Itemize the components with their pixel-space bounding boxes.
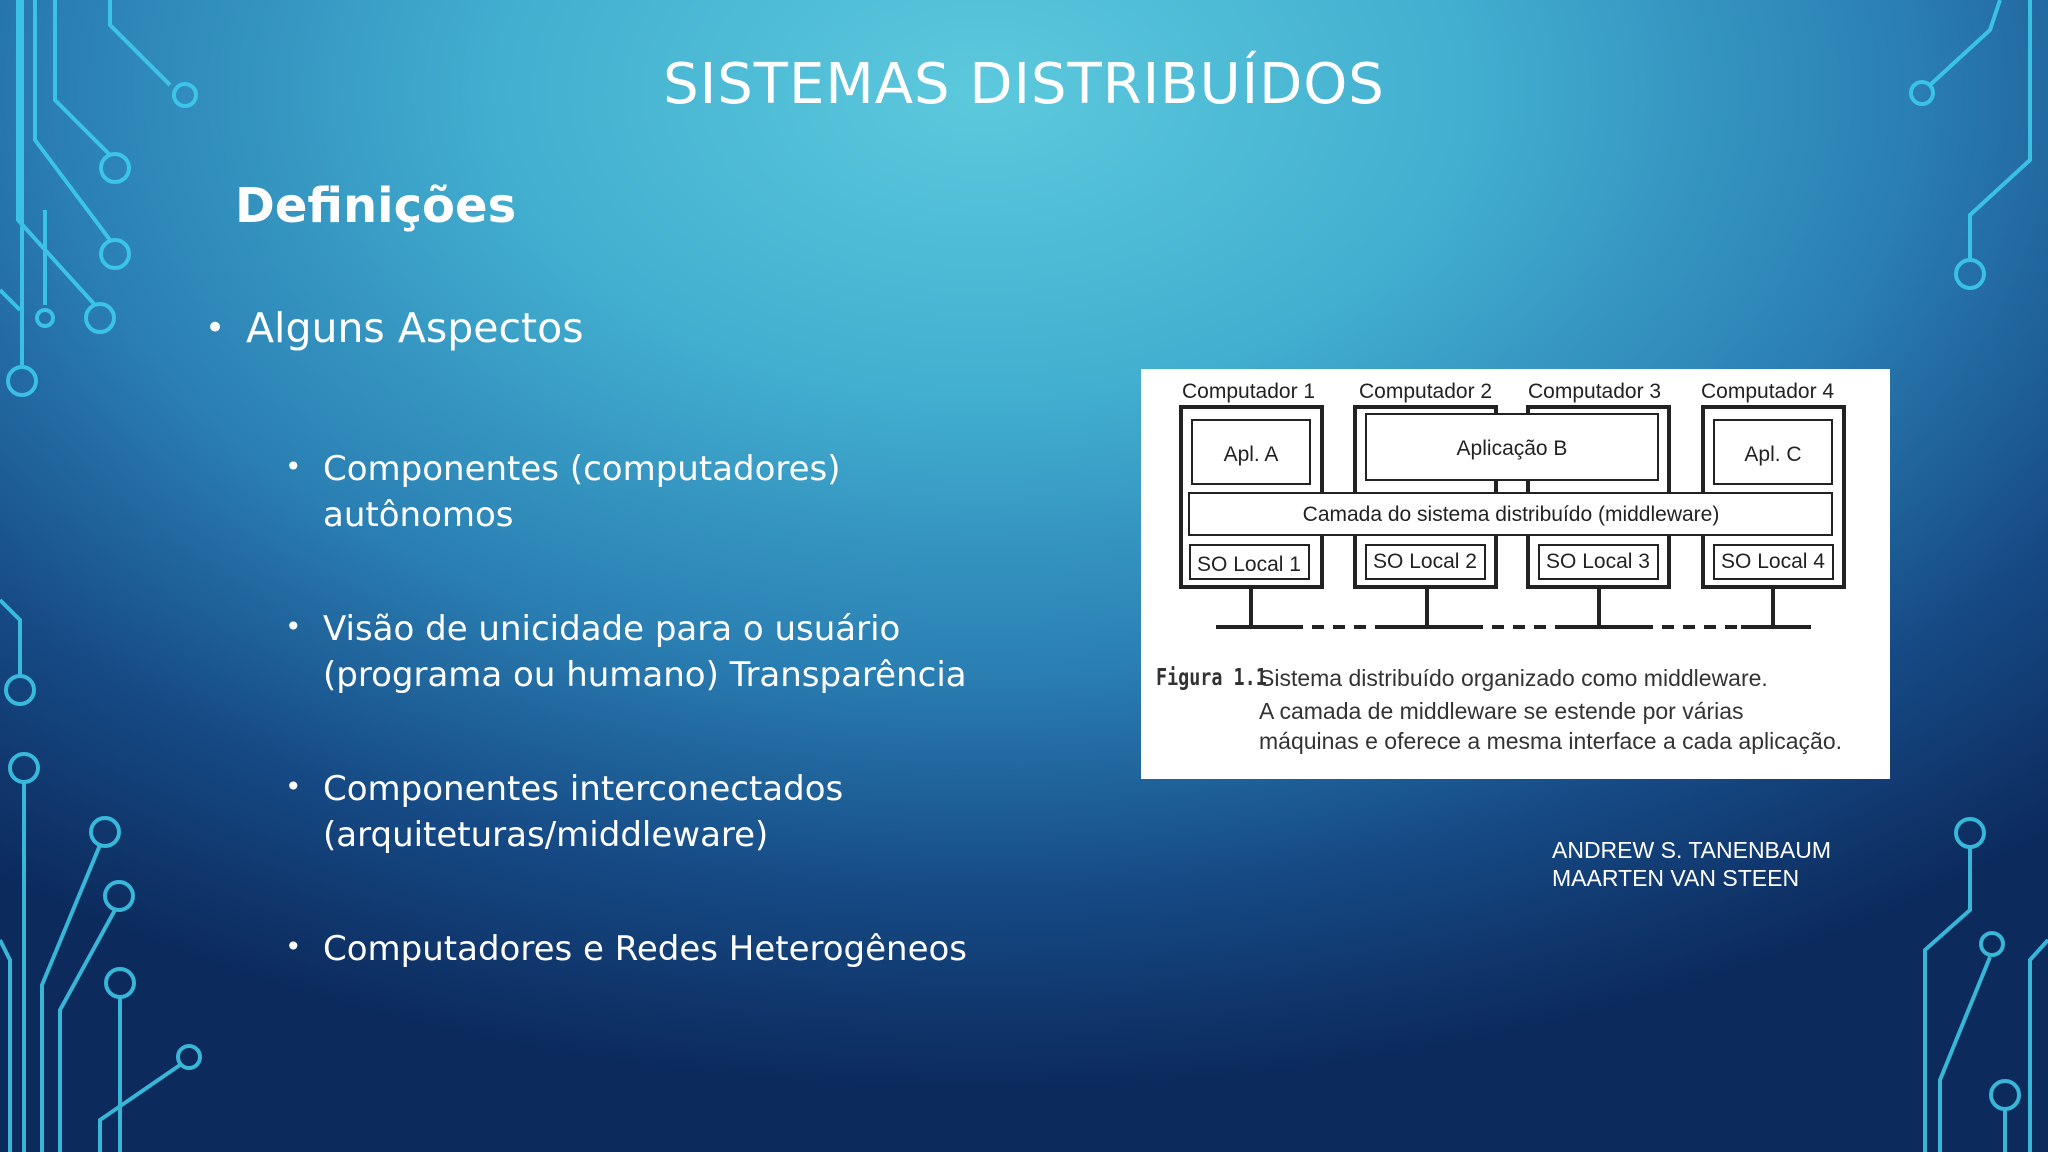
computer-label: Computador 2 — [1359, 380, 1492, 403]
local-os-label: SO Local 3 — [1546, 550, 1650, 573]
bullet-dot: • — [285, 930, 302, 963]
local-os-box — [1713, 544, 1834, 580]
middleware-label: Camada do sistema distribuído (middlewar… — [1303, 503, 1720, 526]
caption-line: máquinas e oferece a mesma interface a c… — [1259, 728, 1842, 754]
author-name: ANDREW S. TANENBAUM — [1552, 837, 1832, 863]
sub-bullet-line: (arquiteturas/middleware) — [323, 815, 769, 855]
local-os-label: SO Local 1 — [1197, 553, 1301, 576]
sub-bullet-list: • Componentes (computadores) autônomos •… — [285, 446, 1085, 1040]
caption-line: A camada de middleware se estende por vá… — [1259, 698, 1744, 724]
caption-label: Figura 1.1 — [1156, 665, 1267, 691]
sub-bullet-item: • Componentes (computadores) autônomos — [285, 446, 1085, 538]
sub-bullet-line: autônomos — [323, 495, 514, 535]
app-box — [1191, 419, 1311, 485]
sub-bullet-line: Componentes interconectados — [323, 769, 844, 809]
bullet-dot: • — [285, 450, 302, 483]
bullet-dot: • — [205, 308, 226, 348]
bullet-dot: • — [285, 770, 302, 803]
sub-bullet-item: • Componentes interconectados (arquitetu… — [285, 766, 1085, 858]
bullet-dot: • — [285, 610, 302, 643]
local-os-box — [1365, 544, 1486, 580]
middleware-diagram: Computador 1 Computador 2 Computador 3 C… — [1179, 380, 1846, 629]
local-os-box — [1189, 544, 1310, 580]
app-label: Aplicação B — [1457, 437, 1568, 460]
section-heading: Definições — [235, 178, 517, 234]
main-bullet-text: Alguns Aspectos — [246, 304, 584, 352]
sub-bullet-item: • Computadores e Redes Heterogêneos — [285, 926, 1085, 972]
computer-label: Computador 4 — [1701, 380, 1834, 403]
authors-credit: ANDREW S. TANENBAUM MAARTEN VAN STEEN — [1552, 836, 1831, 892]
sub-bullet-line: Componentes (computadores) — [323, 449, 841, 489]
app-box — [1365, 413, 1659, 481]
caption-line: Sistema distribuído organizado como midd… — [1259, 665, 1768, 691]
local-os-label: SO Local 2 — [1373, 550, 1477, 573]
computer-label: Computador 3 — [1528, 380, 1661, 403]
app-box — [1713, 419, 1833, 485]
app-label: Apl. C — [1744, 443, 1801, 466]
local-os-label: SO Local 4 — [1721, 550, 1825, 573]
sub-bullet-line: (programa ou humano) Transparência — [323, 655, 967, 695]
app-label: Apl. A — [1224, 443, 1279, 466]
sub-bullet-line: Computadores e Redes Heterogêneos — [323, 929, 968, 969]
sub-bullet-line: Visão de unicidade para o usuário — [323, 609, 901, 649]
middleware-layer — [1188, 492, 1833, 536]
computer-label: Computador 1 — [1182, 380, 1315, 403]
author-name: MAARTEN VAN STEEN — [1552, 865, 1800, 891]
sub-bullet-item: • Visão de unicidade para o usuário (pro… — [285, 606, 1085, 698]
local-os-box — [1538, 544, 1659, 580]
slide-title: SISTEMAS DISTRIBUÍDOS — [663, 52, 1385, 117]
middleware-figure: Computador 1 Computador 2 Computador 3 C… — [1141, 369, 1890, 779]
